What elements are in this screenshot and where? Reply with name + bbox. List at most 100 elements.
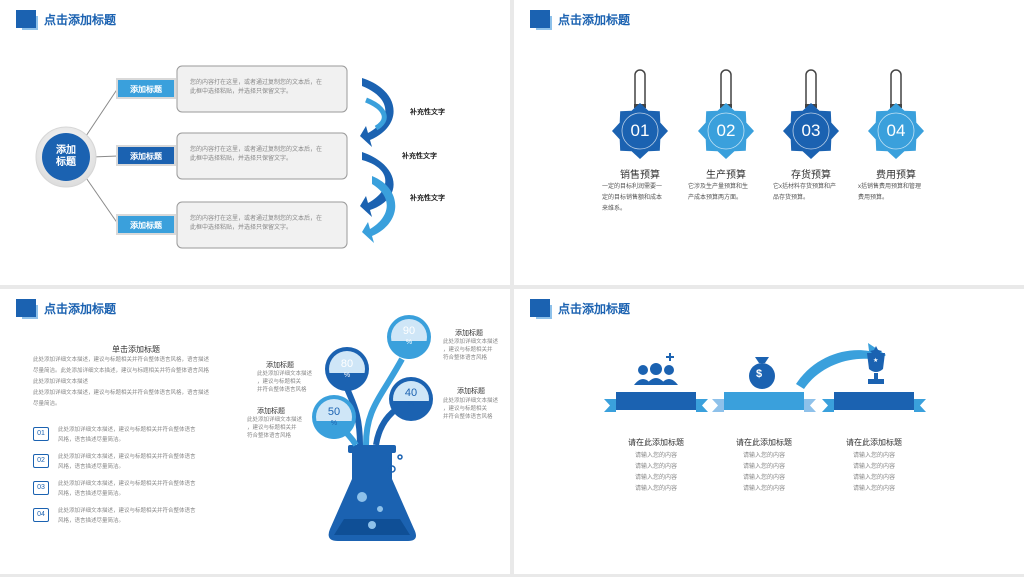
main-heading[interactable]: 单击添加标题	[112, 345, 160, 354]
callout-title[interactable]: 添加标题	[257, 408, 285, 415]
header-square-outline-icon	[536, 16, 552, 30]
bubble-value: 40 %	[400, 388, 422, 410]
tag-title[interactable]: 费用预算	[876, 170, 916, 181]
ribbon-tail	[604, 399, 616, 412]
slide-1[interactable]: 点击添加标题	[0, 0, 510, 285]
list-number-box: 01	[33, 427, 49, 441]
tag-badge	[783, 103, 839, 159]
side-note[interactable]: 补充性文字	[410, 195, 445, 202]
slide-title[interactable]: 点击添加标题	[558, 13, 631, 27]
side-note[interactable]: 补充性文字	[402, 153, 437, 160]
bubble-value: 50 %	[323, 407, 345, 429]
callout-title[interactable]: 添加标题	[455, 330, 483, 337]
row-text-line: 您的内容打在这里，或者通过复制您的文本后，在	[190, 216, 323, 222]
item-lines[interactable]: 请输入您的内容请输入您的内容请输入您的内容请输入您的内容	[839, 451, 909, 495]
tag-desc[interactable]: x括销售费用预算和管理费用预算。	[858, 182, 921, 204]
callout-text-line: 并符合整体语言风格	[257, 387, 307, 393]
row-text[interactable]: 您的内容打在这里，或者通过复制您的文本后，在 此框中选择粘贴，并选择只保留文字。	[190, 215, 322, 233]
bubble-number: 90	[402, 325, 416, 337]
dollar-icon: $	[756, 368, 763, 380]
header-square-icon	[16, 10, 36, 28]
tag-title[interactable]: 销售预算	[620, 170, 660, 181]
callout-title[interactable]: 添加标题	[266, 362, 294, 369]
tags-graphics	[612, 69, 924, 159]
bubble-number: 50	[327, 406, 341, 418]
callout-text[interactable]: 此处添加详细文本描述 ，建议与标题相关并 符合整体语言风格	[247, 416, 302, 440]
bubble-value: 80 %	[336, 359, 358, 381]
list-item-text[interactable]: 此处添加详细文本描述，建议与标题相关并符合整体语言风格，语言描述尽量简洁。	[58, 479, 196, 499]
item-line: 请输入您的内容	[634, 453, 677, 459]
ribbon-tail	[696, 399, 708, 412]
item-title[interactable]: 请在此添加标题	[846, 438, 902, 447]
callout-text[interactable]: 此处添加详细文本描述 ，建议与标题相关 并符合整体语言风格	[443, 397, 498, 421]
bubble-number: 40	[404, 387, 418, 399]
main-text[interactable]: 此处添加详细文本描述，建议与标题相关并符合整体语言风格，语言描述 尽量简洁。此处…	[33, 355, 209, 410]
slide-title[interactable]: 点击添加标题	[44, 13, 117, 27]
row-label[interactable]: 添加标题	[130, 221, 162, 230]
tag-badge	[868, 103, 924, 159]
flow-diagram-graphics	[35, 65, 396, 249]
callout-text-line: 此处添加详细文本描述	[443, 339, 499, 345]
header-square-icon	[530, 299, 550, 317]
callout-text[interactable]: 此处添加详细文本描述 ，建议与标题相关并 符合整体语言风格	[443, 338, 498, 362]
tag-title[interactable]: 生产预算	[706, 170, 746, 181]
bubble-unit: %	[330, 420, 338, 427]
callout-text-line: ，建议与标题相关	[257, 379, 302, 385]
tag-number: 01	[630, 121, 650, 140]
slide-3[interactable]: 点击添加标题 单击添加标题 此处添加详细文本描述，建议与标题相关并符合整体语言风…	[0, 289, 510, 574]
list-item-text[interactable]: 此处添加详细文本描述，建议与标题相关并符合整体语言风格，语言描述尽量简洁。	[58, 506, 196, 526]
tag-desc-line: 品存货预算。	[773, 195, 810, 201]
item-title[interactable]: 请在此添加标题	[736, 438, 792, 447]
bubble-unit: %	[407, 401, 415, 408]
ribbon-tail	[804, 399, 816, 412]
ribbon-tail	[822, 399, 834, 412]
slide-title[interactable]: 点击添加标题	[44, 302, 117, 316]
list-number-box: 03	[33, 481, 49, 495]
tag-desc[interactable]: 一定的目标利润需要一定的目标销售额和成本来维系。	[602, 182, 662, 215]
row-text[interactable]: 您的内容打在这里，或者通过复制您的文本后，在 此框中选择粘贴，并选择只保留文字。	[190, 146, 322, 164]
header-square-outline-icon	[22, 16, 38, 30]
tag-desc[interactable]: 它x括材料存货预算和产品存货预算。	[773, 182, 836, 204]
callout-text-line: ，建议与标题相关并	[247, 425, 297, 431]
list-item-text[interactable]: 此处添加详细文本描述，建议与标题相关并符合整体语言风格，语言描述尽量简洁。	[58, 425, 196, 445]
callout-text-line: 符合整体语言风格	[247, 433, 292, 439]
callout-text-line: 此处添加详细文本描述	[257, 371, 313, 377]
callout-text-line: ，建议与标题相关	[443, 406, 488, 412]
list-item-line: 此处添加详细文本描述，建议与标题相关并符合整体语言	[58, 427, 196, 433]
row-label[interactable]: 添加标题	[130, 85, 162, 94]
header-square-icon	[16, 299, 36, 317]
row-text[interactable]: 您的内容打在这里，或者通过复制您的文本后，在 此框中选择粘贴，并选择只保留文字。	[190, 79, 322, 97]
item-title[interactable]: 请在此添加标题	[628, 438, 684, 447]
item-line: 请输入您的内容	[742, 486, 785, 492]
tag-number: 04	[886, 121, 906, 140]
header-square-outline-icon	[22, 305, 38, 319]
item-line: 请输入您的内容	[634, 464, 677, 470]
ribbon-band	[724, 392, 804, 410]
tag-desc-line: 来维系。	[602, 206, 627, 212]
row-label[interactable]: 添加标题	[130, 152, 162, 161]
slide-4[interactable]: 点击添加标题	[514, 289, 1024, 574]
callout-title[interactable]: 添加标题	[457, 388, 485, 395]
row-text-line: 您的内容打在这里，或者通过复制您的文本后，在	[190, 147, 323, 153]
tag-desc-line: x括销售费用预算和管理	[858, 184, 922, 190]
side-note[interactable]: 补充性文字	[410, 109, 445, 116]
ribbons-graphics	[604, 343, 926, 412]
tag-badge	[698, 103, 754, 159]
flask-graphics	[312, 315, 433, 541]
tag-desc-line: 它涉及生产量预算和生	[688, 184, 749, 190]
tag-desc[interactable]: 它涉及生产量预算和生产成本预算两方面。	[688, 182, 748, 204]
main-text-line: 此处添加详细文本描述，建议与标题相关并符合整体语言风格，语言描述	[33, 357, 210, 363]
main-text-line: 此处添加详细文本描述，建议与标题相关并符合整体语言风格，语言描述	[33, 390, 210, 396]
slide-title[interactable]: 点击添加标题	[558, 302, 631, 316]
callout-text[interactable]: 此处添加详细文本描述 ，建议与标题相关 并符合整体语言风格	[257, 370, 312, 394]
item-lines[interactable]: 请输入您的内容请输入您的内容请输入您的内容请输入您的内容	[621, 451, 691, 495]
item-line: 请输入您的内容	[852, 464, 895, 470]
star-icon: ★	[873, 358, 879, 364]
row-text-line: 此框中选择粘贴，并选择只保留文字。	[190, 89, 293, 95]
tag-title[interactable]: 存货预算	[791, 170, 831, 181]
item-lines[interactable]: 请输入您的内容请输入您的内容请输入您的内容请输入您的内容	[729, 451, 799, 495]
item-line: 请输入您的内容	[852, 486, 895, 492]
list-item-text[interactable]: 此处添加详细文本描述，建议与标题相关并符合整体语言风格，语言描述尽量简洁。	[58, 452, 196, 472]
